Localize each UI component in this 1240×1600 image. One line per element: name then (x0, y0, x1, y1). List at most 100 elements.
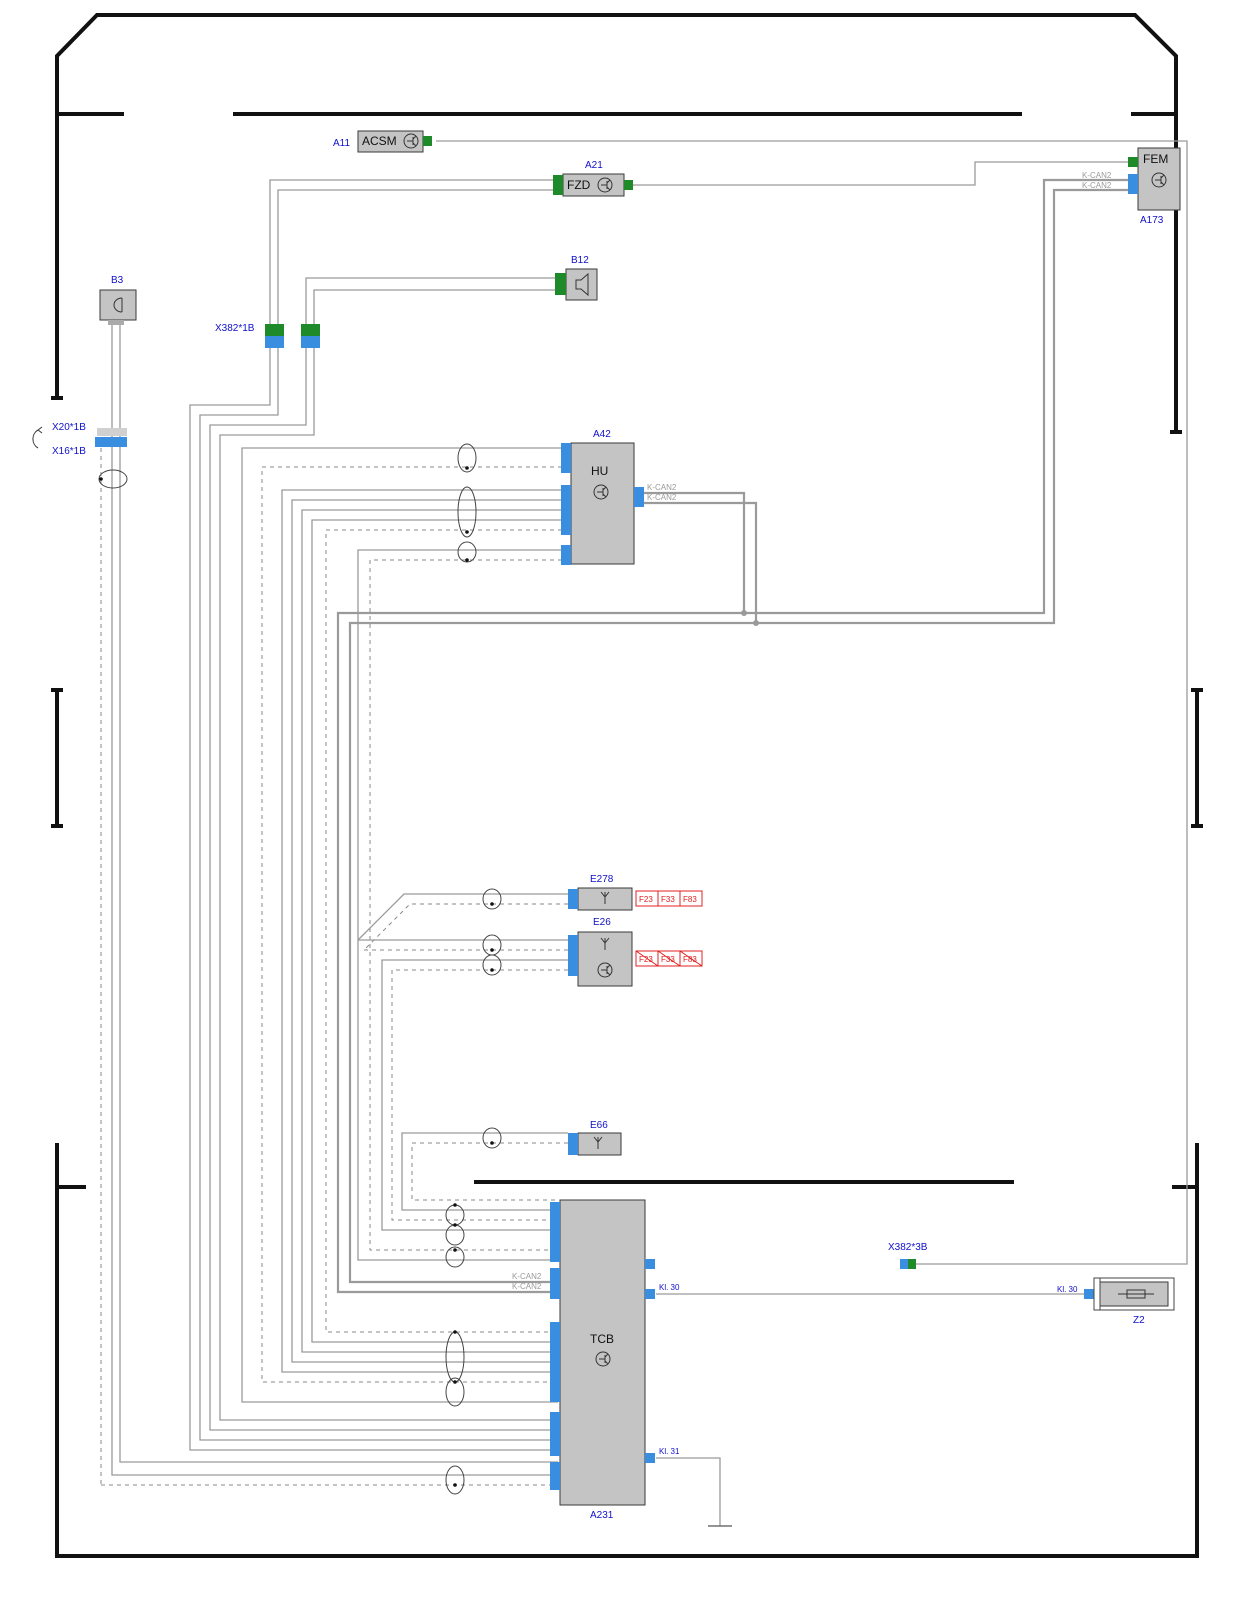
connector-pin (561, 545, 571, 565)
svg-text:F23: F23 (639, 955, 653, 964)
component-ref-label: A173 (1140, 215, 1164, 226)
twisted-pair-marker (445, 1246, 465, 1268)
twisted-pair-marker (457, 486, 477, 538)
twisted-pair-marker (482, 934, 502, 956)
fuse-icon: F23 F33 F83 (635, 950, 703, 967)
splice-node (753, 620, 759, 626)
connector-x382-1b[interactable]: X382*1B (215, 323, 320, 348)
bus-label: K-CAN2 (1082, 171, 1112, 180)
connector-x382-3b[interactable]: X382*3B (888, 1242, 928, 1269)
fuse-icon: F23 F33 F83 (635, 890, 703, 907)
twisted-pair-markers (98, 443, 502, 1495)
component-ref-label: A11 (333, 138, 350, 149)
transistor-icon (403, 133, 419, 149)
svg-text:F33: F33 (661, 955, 675, 964)
connector-pin (561, 485, 571, 535)
svg-text:F83: F83 (683, 955, 697, 964)
connector-pin (1128, 157, 1138, 167)
microphone-icon (113, 297, 123, 313)
component-b3-microphone[interactable]: B3 (99, 275, 137, 325)
component-b12-speaker[interactable]: B12 (555, 255, 598, 301)
connector-pin (108, 320, 124, 325)
component-a42-hu[interactable]: A42 HU K-CAN2 K-CAN2 (561, 429, 677, 565)
bus-label: K-CAN2 (512, 1282, 542, 1291)
terminal-label: Kl. 30 (659, 1283, 680, 1292)
connector-label: X382*1B (215, 323, 255, 334)
connector-pin (550, 1462, 560, 1490)
connector-pin (550, 1202, 560, 1262)
wires (100, 140, 1188, 1527)
component-name-label: FEM (1143, 152, 1168, 166)
bus-label: K-CAN2 (647, 483, 677, 492)
bus-label: K-CAN2 (647, 493, 677, 502)
component-ref-label: E278 (590, 874, 614, 885)
connector-pin (561, 443, 571, 473)
vehicle-outline (51, 13, 1203, 1558)
component-a173-fem[interactable]: FEM K-CAN2 K-CAN2 A173 (1082, 147, 1181, 226)
twisted-pair-marker (445, 1224, 465, 1246)
component-name-label: TCB (590, 1332, 614, 1346)
component-ref-label: B12 (571, 255, 589, 266)
connector-label: X20*1B (52, 422, 86, 433)
twisted-pair-marker (482, 1127, 502, 1149)
connector-pin (550, 1412, 560, 1456)
connector-pin (624, 180, 633, 190)
connector-pin (645, 1259, 655, 1269)
connector-pin (95, 437, 127, 447)
twisted-pair-marker (445, 1204, 465, 1226)
component-e66[interactable]: E66 (568, 1120, 622, 1156)
component-name-label: FZD (567, 178, 591, 192)
component-a21-fzd[interactable]: A21 FZD (553, 160, 633, 197)
twisted-pair-marker (457, 541, 477, 563)
twisted-pair-marker (98, 469, 128, 489)
terminal-label: Kl. 31 (659, 1447, 680, 1456)
svg-text:F33: F33 (661, 895, 675, 904)
component-e26[interactable]: E26 F23 F33 F83 (568, 917, 703, 987)
rotate-arrow-icon (32, 429, 39, 449)
component-ref-label: Z2 (1133, 1315, 1145, 1326)
terminal-label: Kl. 30 (1057, 1285, 1078, 1294)
connector-pin (900, 1259, 908, 1269)
component-name-label: HU (591, 464, 608, 478)
component-name-label: ACSM (362, 134, 397, 148)
twisted-pair-marker (482, 888, 502, 910)
component-ref-label: E66 (590, 1120, 608, 1131)
connector-pin (634, 487, 644, 507)
transistor-icon (1151, 172, 1167, 188)
twisted-pair-marker (482, 954, 502, 976)
speaker-icon (575, 272, 589, 297)
connector-pin (423, 136, 432, 146)
twisted-pair-marker (445, 1465, 465, 1495)
connector-pin (301, 324, 320, 336)
component-a11-acsm[interactable]: A11 ACSM (333, 130, 432, 153)
connector-pin (568, 1133, 578, 1155)
component-a231-tcb[interactable]: TCB K-CAN2 K-CAN2 Kl. 30 Kl. 31 A231 (512, 1199, 680, 1521)
connector-housing (97, 428, 127, 436)
component-ref-label: A42 (593, 429, 611, 440)
antenna-icon (600, 937, 610, 950)
connector-x20-x16[interactable]: X20*1B X16*1B (32, 422, 127, 457)
connector-pin (568, 935, 578, 976)
connector-label: X382*3B (888, 1242, 928, 1253)
connector-pin (908, 1259, 916, 1269)
component-ref-label: B3 (111, 275, 124, 286)
component-ref-label: A21 (585, 160, 603, 171)
antenna-icon (600, 891, 610, 904)
svg-text:F23: F23 (639, 895, 653, 904)
twisted-pair-marker (445, 1377, 465, 1407)
component-z2[interactable]: Kl. 30 Z2 (1057, 1277, 1175, 1326)
connector-pin (555, 273, 566, 295)
splice-node (741, 610, 747, 616)
connector-pin (568, 889, 578, 909)
bus-label: K-CAN2 (1082, 181, 1112, 190)
connector-pin (553, 175, 563, 195)
transistor-icon (597, 962, 613, 978)
connector-pin (550, 1322, 560, 1402)
component-e278[interactable]: E278 F23 F33 F83 (568, 874, 703, 911)
bus-label: K-CAN2 (512, 1272, 542, 1281)
component-ref-label: E26 (593, 917, 611, 928)
connector-pin (645, 1289, 655, 1299)
antenna-icon (593, 1136, 603, 1149)
connector-pin (301, 336, 320, 348)
